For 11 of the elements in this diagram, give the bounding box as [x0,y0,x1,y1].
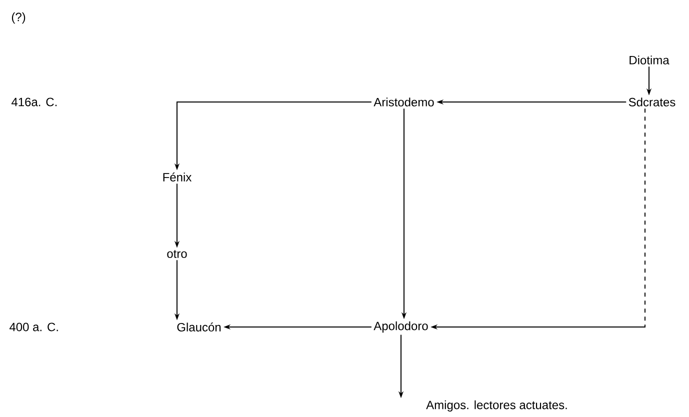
name-label: Sdcrates [628,98,676,106]
date-label: (?) [12,12,26,24]
name-label: Glaucón [177,322,221,332]
name-label: otro [167,250,187,258]
name-label: Apolodoro [374,321,428,333]
name-label: Diotima [630,56,670,64]
date-label: 416a. C. [12,98,57,106]
name-label: Amigos. lectores actuates. [426,400,567,412]
name-label: Aristodemo [374,98,434,106]
date-label: 400 a. C. [10,322,58,332]
name-label: Fénix [163,172,192,182]
